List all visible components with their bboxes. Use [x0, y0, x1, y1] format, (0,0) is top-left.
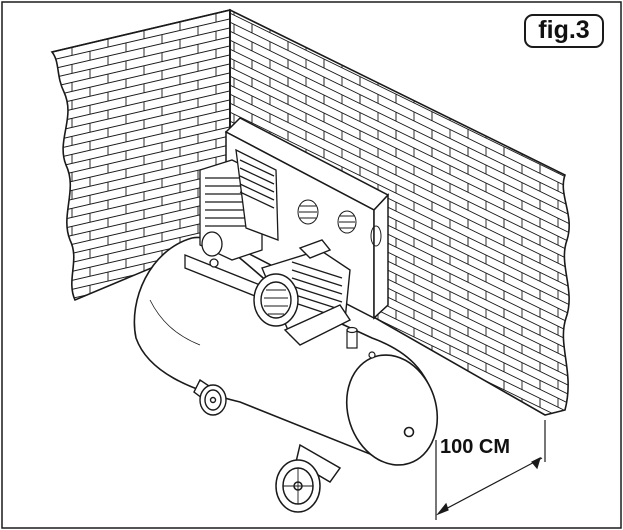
vent-grille	[297, 199, 382, 247]
wheel-rear	[193, 378, 227, 416]
wheel-front	[275, 443, 342, 513]
dimension-marker	[435, 420, 546, 520]
figure-label: fig.3	[524, 14, 604, 48]
brick-wall-left	[50, 8, 231, 302]
compressor-pump	[184, 148, 279, 299]
drain-plug	[403, 426, 415, 438]
clearance-distance-label: 100 CM	[438, 436, 513, 459]
air-tank	[133, 236, 439, 466]
electric-motor	[253, 239, 352, 346]
tank-fittings	[346, 326, 376, 359]
